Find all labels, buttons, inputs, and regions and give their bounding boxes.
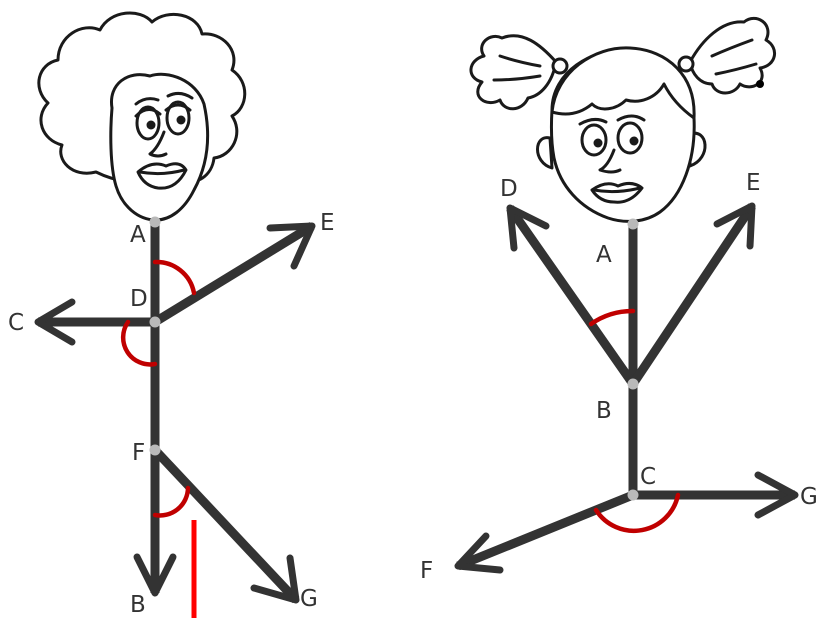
girl-label-D: D <box>500 176 518 202</box>
girl-right-pupil <box>629 136 639 146</box>
woman-label-A: A <box>130 222 146 248</box>
woman-arrowhead-G <box>250 554 300 604</box>
woman-label-E: E <box>320 210 335 236</box>
woman-joint-A <box>149 216 161 228</box>
girl-bangs <box>550 46 696 120</box>
woman-face <box>109 72 210 222</box>
woman-bone-FG <box>151 446 300 604</box>
woman-left-pupil <box>146 120 156 130</box>
girl-stray-dot <box>756 80 764 88</box>
girl-angle-DBA <box>588 308 636 327</box>
woman-nose <box>148 130 168 158</box>
woman-figure: A D C E F B G <box>8 11 335 618</box>
girl-label-C: C <box>640 464 656 490</box>
girl-label-B: B <box>596 398 612 424</box>
girl-bone-BE <box>629 203 756 387</box>
woman-lips <box>136 162 188 190</box>
girl-arrowhead-G <box>754 471 799 519</box>
girl-figure: D E A B C G F <box>420 16 818 584</box>
woman-label-D: D <box>130 286 148 312</box>
girl-left-ear <box>536 136 554 170</box>
girl-left-eye <box>580 123 608 157</box>
woman-angle-BFG <box>152 485 191 518</box>
girl-joint-C <box>627 489 639 501</box>
girl-left-pigtail <box>469 34 558 111</box>
girl-right-brow <box>616 114 646 122</box>
woman-angle-CDF <box>120 319 158 367</box>
girl-bone-BD <box>506 205 637 387</box>
woman-joint-F <box>149 444 161 456</box>
woman-left-brow <box>134 97 160 106</box>
girl-right-hair-tie <box>677 55 695 73</box>
girl-arrowhead-E <box>713 202 756 250</box>
girl-right-pigtail <box>688 16 776 95</box>
girl-left-pigtail-strands <box>492 54 542 82</box>
girl-lip-line <box>592 186 642 194</box>
woman-label-G: G <box>300 586 318 612</box>
girl-arrowhead-F <box>454 532 504 574</box>
woman-label-F: F <box>132 440 145 466</box>
woman-arrowhead-C <box>34 298 76 346</box>
girl-label-A: A <box>596 242 612 268</box>
girl-left-pupil <box>593 138 603 148</box>
woman-arrowhead-E <box>266 222 316 270</box>
girl-right-eye <box>616 121 644 155</box>
woman-right-eyelid <box>164 103 192 112</box>
girl-joint-B <box>627 378 639 390</box>
woman-label-B: B <box>130 592 146 618</box>
girl-right-pigtail-strands <box>710 38 758 76</box>
girl-label-E: E <box>746 170 761 196</box>
girl-label-G: G <box>800 484 818 510</box>
woman-label-C: C <box>8 310 24 336</box>
woman-angle-ADE <box>152 259 197 296</box>
woman-left-eyelid <box>134 108 162 118</box>
girl-bone-CF <box>456 490 635 571</box>
girl-joint-A <box>627 218 639 230</box>
girl-arrowhead-D <box>506 204 550 252</box>
woman-arrowhead-B <box>133 553 177 597</box>
girl-left-brow <box>578 117 608 126</box>
woman-right-brow <box>166 91 194 100</box>
woman-bone-DE <box>152 222 315 326</box>
girl-label-F: F <box>420 558 433 584</box>
girl-angle-FCG <box>593 492 681 533</box>
woman-joint-D <box>149 316 161 328</box>
girl-nose <box>598 148 622 174</box>
woman-lip-line <box>138 168 186 176</box>
girl-left-hair-tie <box>551 57 569 75</box>
woman-right-pupil <box>176 115 186 125</box>
